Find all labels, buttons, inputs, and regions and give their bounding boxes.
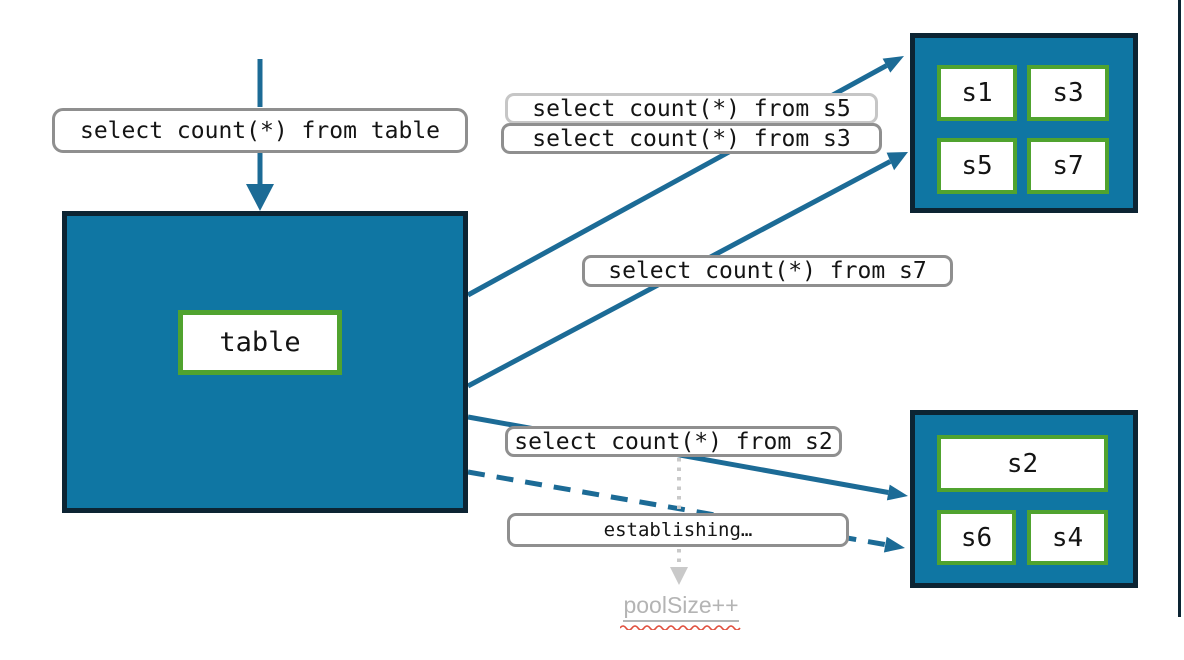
shard-cell-s4: s4 [1027,510,1108,565]
shard-label-s5: s5 [961,151,993,181]
query-label-establishing: establishing… [507,513,849,547]
shard-label-s3: s3 [1052,78,1084,108]
query-text-establishing: establishing… [603,519,753,541]
down-arrowhead [246,184,274,211]
query-text-from-s2: select count(*) from s2 [514,428,833,455]
arrowhead-establishing [883,536,905,553]
shard-cell-s3: s3 [1027,65,1109,121]
shard-cell-s1: s1 [937,65,1017,121]
shard-cell-s6: s6 [937,510,1016,565]
shard-label-s1: s1 [961,78,993,108]
query-label-from-s2: select count(*) from s2 [505,426,842,457]
table-node-label-text: table [219,327,301,358]
shard-group-bottom: s2 s6 s4 [910,410,1138,588]
shard-cell-s7: s7 [1027,138,1109,194]
shard-cell-s5: s5 [937,138,1017,194]
shard-label-s4: s4 [1051,522,1084,553]
query-label-from-table: select count(*) from table [52,108,468,153]
query-label-from-s5: select count(*) from s5 [505,93,878,124]
shard-label-s6: s6 [960,522,993,553]
shard-cell-s2: s2 [937,435,1108,492]
pool-size-note: poolSize++ [611,592,751,630]
shard-label-s7: s7 [1052,151,1084,181]
query-text-from-table: select count(*) from table [79,117,441,144]
query-label-from-s7: select count(*) from s7 [582,255,953,287]
arrowhead-bottom-group [886,484,908,501]
query-text-from-s7: select count(*) from s7 [608,258,927,284]
table-node-label: table [178,310,342,375]
arrowhead-top-group-upper [882,56,904,73]
slide-right-edge [1178,0,1181,617]
query-text-from-s5: select count(*) from s5 [532,95,851,122]
shard-label-s2: s2 [1006,448,1039,479]
query-label-from-s3: select count(*) from s3 [501,123,882,154]
pool-size-note-text: poolSize++ [623,592,739,622]
arrowhead-top-group-lower [886,152,908,171]
shard-group-top: s1 s3 s5 s7 [910,33,1138,213]
spellcheck-squiggle [620,625,741,630]
query-text-from-s3: select count(*) from s3 [532,125,851,152]
dotted-arrowhead [670,567,688,585]
